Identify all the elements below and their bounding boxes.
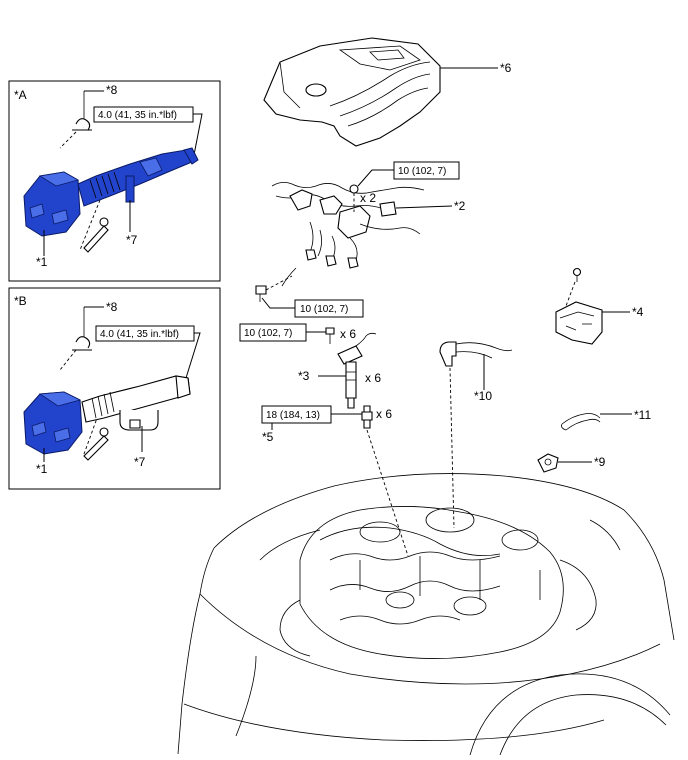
clip-9 [537,453,559,473]
panel-b-callout-1: *1 [36,462,48,476]
callout-2: *2 [454,199,466,213]
panel-a-callout-1: *1 [36,255,48,269]
hose-11 [561,413,601,431]
qty-plug: x 6 [376,407,392,421]
panel-a-tag: *A [14,88,27,102]
panel-a-callout-7: *7 [126,233,138,247]
vehicle-engine-bay [177,473,675,756]
leader-torque-nut [357,169,394,187]
panel-b-callout-8: *8 [106,300,118,314]
callout-5: *5 [262,430,274,444]
cover-bracket [555,267,603,345]
callout-9: *9 [594,455,606,469]
callout-4: *4 [632,305,644,319]
panel-a-clamp [72,91,92,131]
callout-3: *3 [298,369,310,383]
panel-a-callout-8: *8 [106,83,118,97]
guide-hose [449,367,455,529]
coil-bolt [325,327,335,344]
ignition-coil [337,332,377,409]
panel-b-tag: *B [14,294,27,308]
wire-harness [271,182,425,287]
panel-a-spec: 4.0 (41, 35 in.*lbf) [98,110,177,121]
spark-plug [361,405,373,429]
panel-b-hose [81,375,191,431]
guide-plug [366,429,409,557]
panel-a-bracket [83,225,109,253]
callout-11: *11 [634,408,651,422]
callout-6: *6 [500,61,512,75]
torque-plug: 18 (184, 13) [266,410,320,421]
panel-b-clamp [72,307,92,351]
qty-nut: x 2 [360,191,376,205]
engine-cover [263,37,441,147]
panel-b: *B *8 4.0 (41, 35 in.*lbf) *7 [8,287,221,490]
qty-coil: x 6 [365,371,381,385]
torque-coil: 10 (102, 7) [244,328,292,339]
harness-bolt [255,275,293,302]
torque-nut: 10 (102, 7) [398,166,446,177]
panel-b-bracket [83,435,109,461]
panel-b-leader-spec [185,332,201,379]
pcv-hose [439,341,513,367]
panel-b-air-cleaner [23,391,83,455]
harness-nut [349,184,359,194]
panel-a-air-cleaner [23,147,199,237]
leader-torque-bolt [261,297,295,309]
panel-a: *A *8 4.0 (41, 35 in.*lbf) [8,80,221,282]
panel-b-callout-7: *7 [134,455,146,469]
panel-a-leader-spec [192,113,203,161]
leader-2 [395,205,453,209]
qty-coil-bolt: x 6 [340,327,356,341]
torque-bolt: 10 (102, 7) [300,304,348,315]
panel-b-bolt [99,427,109,437]
callout-10: *10 [474,389,492,403]
panel-a-bolt [99,217,109,227]
panel-b-spec: 4.0 (41, 35 in.*lbf) [100,329,179,340]
